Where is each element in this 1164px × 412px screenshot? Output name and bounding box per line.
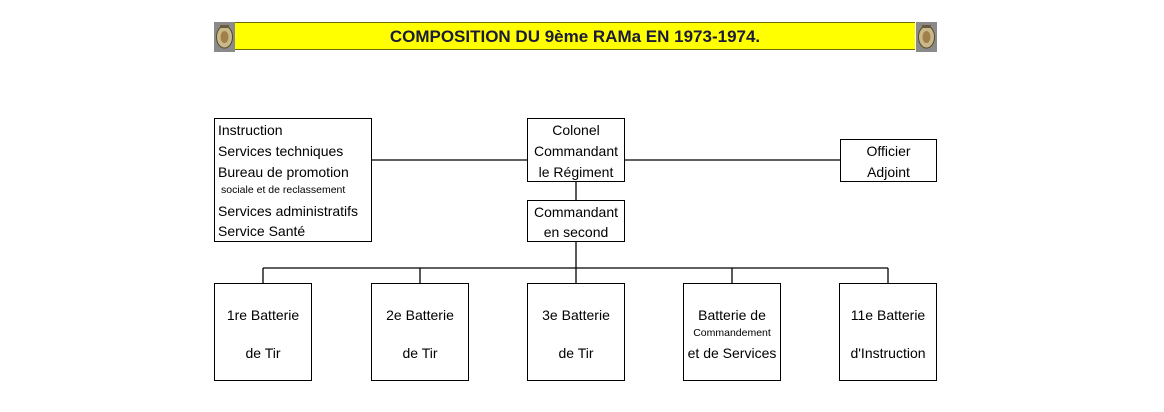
right-regiment-badge-icon [916,22,937,52]
services-line-instruction: Instruction [218,122,283,138]
battery-1-line-2: de Tir [245,345,281,361]
battery-3-line-2: de Tir [558,345,594,361]
battery-4-line-2: et de Services [687,345,777,361]
colonel-line-3: le Régiment [538,164,614,180]
officier-adjoint-box: Officier Adjoint [840,139,937,182]
services-box: Instruction Services techniques Bureau d… [214,118,372,242]
battery-4-line-small: Commandement [693,327,771,339]
battery-2-line-1: 2e Batterie [386,307,454,323]
battery-1-line-1: 1re Batterie [226,307,300,323]
left-regiment-badge-icon [214,22,235,52]
title-banner: COMPOSITION DU 9ème RAMa EN 1973-1974. [235,22,915,50]
services-line-administratifs: Services administratifs [218,203,359,219]
second-line-1: Commandant [533,204,619,220]
battery-box-1: 1re Batterie de Tir [214,283,312,381]
colonel-line-2: Commandant [533,143,619,159]
battery-4-line-1: Batterie de [698,307,766,323]
battery-3-line-1: 3e Batterie [542,307,610,323]
colonel-line-1: Colonel [552,122,600,138]
commandant-second-box: Commandant en second [527,200,625,242]
officier-line-2: Adjoint [867,164,910,180]
page-title: COMPOSITION DU 9ème RAMa EN 1973-1974. [389,27,761,46]
battery-box-commandement: Batterie de Commandement et de Services [683,283,781,381]
services-line-bureau: Bureau de promotion [218,164,349,180]
second-line-2: en second [543,224,609,240]
battery-box-2: 2e Batterie de Tir [371,283,469,381]
battery-5-line-2: d'Instruction [850,345,926,361]
services-line-techniques: Services techniques [218,143,344,159]
officier-line-1: Officier [866,143,911,159]
services-line-sociale: sociale et de reclassement [221,184,346,196]
battery-box-instruction: 11e Batterie d'Instruction [839,283,937,381]
battery-box-3: 3e Batterie de Tir [527,283,625,381]
services-line-sante: Service Santé [218,223,306,239]
battery-5-line-1: 11e Batterie [850,307,926,323]
colonel-box: Colonel Commandant le Régiment [527,118,625,182]
battery-2-line-2: de Tir [402,345,438,361]
